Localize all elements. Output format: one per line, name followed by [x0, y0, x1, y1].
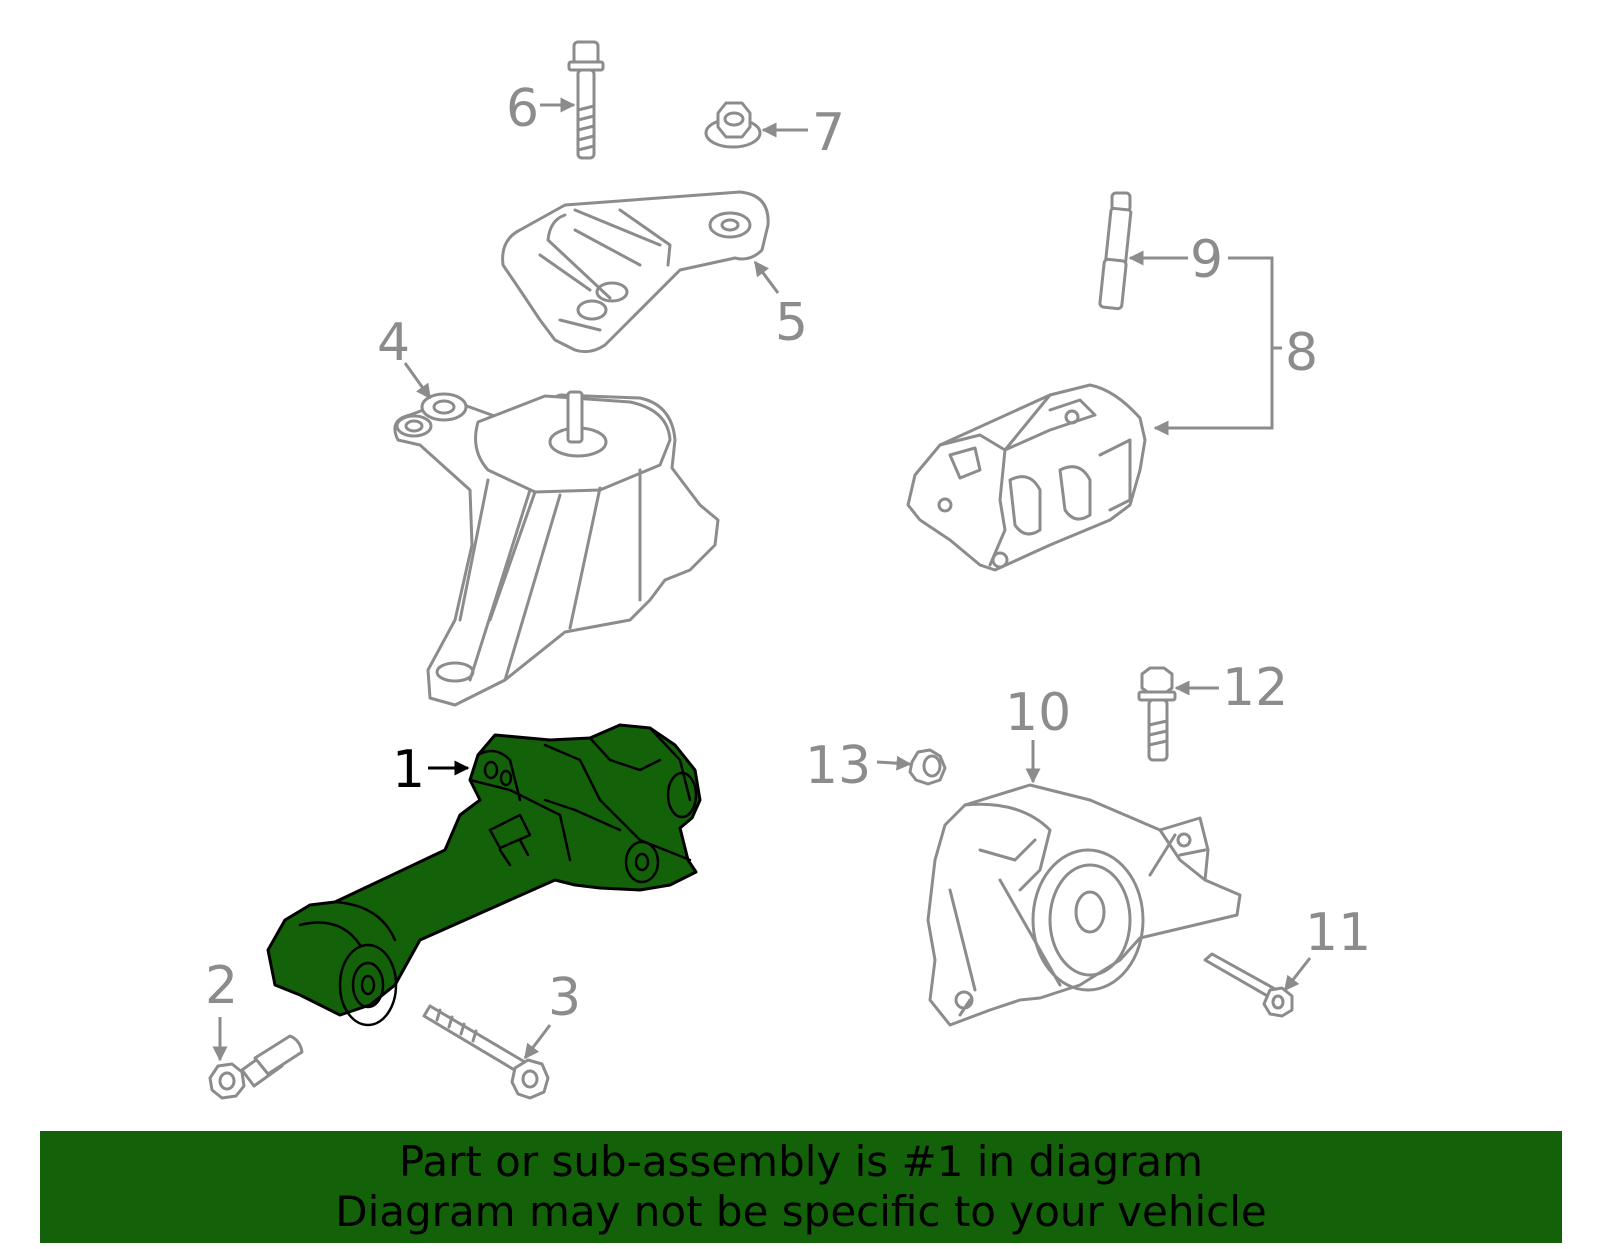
callout-8: 8 — [1285, 323, 1318, 383]
callout-3: 3 — [548, 968, 581, 1028]
parts-diagram: 1 2 3 4 5 6 7 8 9 10 11 12 13 — [205, 40, 1371, 1100]
part-8-mount — [906, 383, 1147, 572]
callout-4: 4 — [377, 313, 410, 373]
callout-5: 5 — [775, 293, 808, 353]
banner-line-2: Diagram may not be specific to your vehi… — [335, 1187, 1267, 1236]
part-13-nut — [908, 748, 947, 786]
part-5-bracket — [501, 190, 770, 354]
callout-6: 6 — [506, 79, 539, 139]
leader-lines — [212, 97, 1312, 1062]
callout-1: 1 — [392, 740, 425, 800]
callout-10: 10 — [1005, 683, 1071, 743]
callout-11: 11 — [1305, 903, 1371, 963]
callout-2: 2 — [205, 956, 238, 1016]
part-2-bolt — [208, 1034, 304, 1100]
part-9-stud — [1098, 191, 1133, 311]
callout-13: 13 — [805, 736, 871, 796]
info-banner: Part or sub-assembly is #1 in diagram Di… — [40, 1131, 1562, 1243]
part-3-bolt — [422, 1004, 550, 1100]
part-1-highlighted — [266, 723, 702, 1027]
part-4-mount — [393, 390, 720, 707]
part-6-bolt — [567, 40, 605, 160]
part-12-bolt — [1137, 666, 1177, 762]
part-7-nut — [704, 101, 762, 149]
banner-line-1: Part or sub-assembly is #1 in diagram — [398, 1137, 1204, 1186]
part-10-mount — [926, 783, 1242, 1027]
callout-12: 12 — [1222, 658, 1288, 718]
callout-9: 9 — [1190, 230, 1223, 290]
callout-7: 7 — [812, 103, 845, 163]
part-11-bolt — [1203, 952, 1294, 1018]
